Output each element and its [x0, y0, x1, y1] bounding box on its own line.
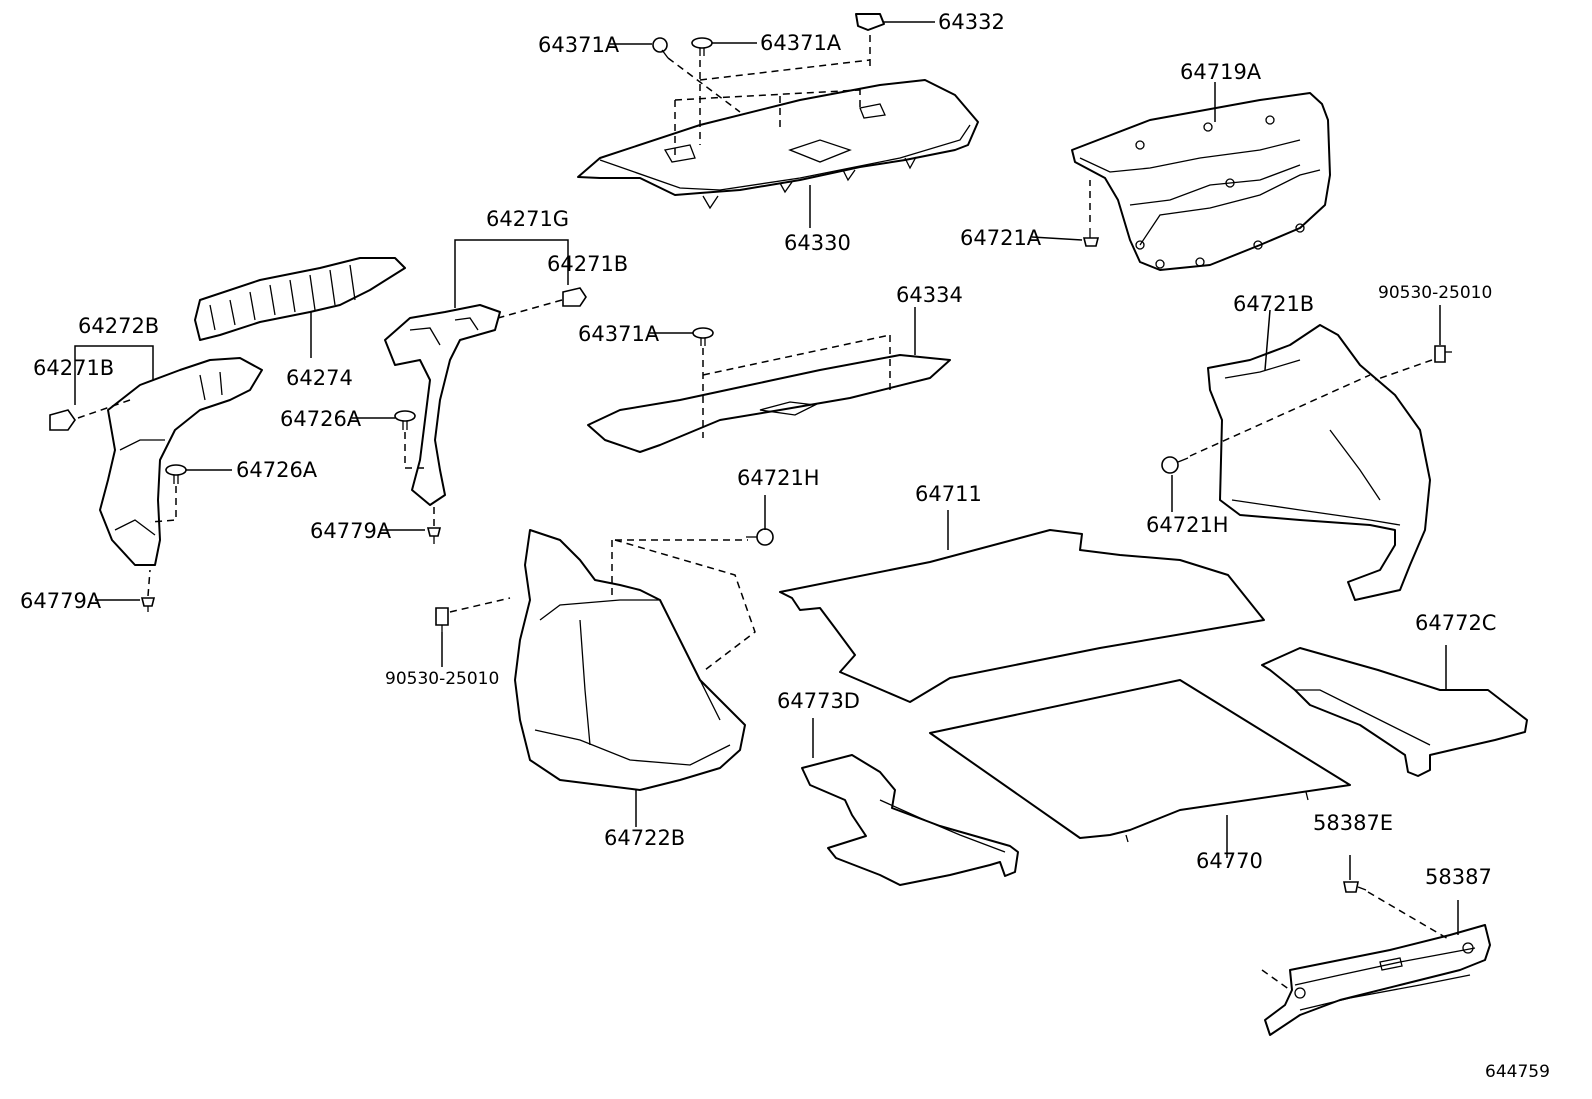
- trim-dashes: [449, 539, 756, 671]
- label-90530-25010-left: 90530-25010: [385, 669, 499, 689]
- label-64334: 64334: [896, 283, 963, 307]
- board-dashes: [702, 334, 891, 438]
- clip-90530-right: [1374, 345, 1452, 381]
- leader-64721A: [1031, 236, 1083, 241]
- label-64772C: 64772C: [1415, 611, 1496, 635]
- tray-dashes: [667, 35, 871, 160]
- label-64371A-3: 64371A: [578, 322, 660, 346]
- label-64272B: 64272B: [78, 314, 159, 338]
- floor-board-64334: [587, 354, 951, 453]
- label-64726A-2: 64726A: [236, 458, 318, 482]
- label-64274: 64274: [286, 366, 353, 390]
- floor-board-64770: [929, 679, 1351, 843]
- side-trim-64271G: [384, 304, 501, 506]
- clip-64271B-right: [497, 287, 587, 319]
- clip-64371A-top-right: [691, 37, 713, 56]
- label-64726A-1: 64726A: [280, 407, 362, 431]
- stopper-64332: [855, 13, 885, 31]
- support-64274: [194, 257, 406, 341]
- clip-64371A-top-left: [652, 37, 669, 59]
- clip-64779A-left: [140, 569, 156, 612]
- label-64721B: 64721B: [1233, 292, 1314, 316]
- trunk-mat-64711: [779, 529, 1265, 703]
- clip-64371A-mid: [692, 327, 714, 346]
- clip-64721H-left: [746, 528, 774, 546]
- clip-64721A: [1082, 180, 1100, 247]
- tray-leaders: [610, 21, 935, 228]
- label-64271G: 64271G: [486, 207, 569, 231]
- label-64779A-2: 64779A: [20, 589, 102, 613]
- side-trim-64722B: [514, 529, 746, 791]
- label-64770: 64770: [1196, 849, 1263, 873]
- side-trim-64272B: [99, 357, 263, 566]
- label-64711: 64711: [915, 482, 982, 506]
- label-64721A: 64721A: [960, 226, 1042, 250]
- diagram-id: 644759: [1485, 1062, 1550, 1082]
- scuff-plate-58387: [1264, 924, 1491, 1036]
- label-58387E: 58387E: [1313, 811, 1393, 835]
- package-tray-64330: [577, 79, 979, 210]
- label-90530-25010-right: 90530-25010: [1378, 283, 1492, 303]
- label-64721H-1: 64721H: [737, 466, 820, 490]
- label-64371A-2: 64371A: [760, 31, 842, 55]
- label-64371A-1: 64371A: [538, 33, 620, 57]
- label-64719A: 64719A: [1180, 60, 1262, 84]
- clip-58387E: [1343, 881, 1451, 941]
- label-64330: 64330: [784, 231, 851, 255]
- clip-64721H-right: [1161, 374, 1371, 474]
- scuff-dash: [1261, 969, 1291, 991]
- label-64271B-2: 64271B: [33, 356, 114, 380]
- trunk-lid-lining-64719A: [1071, 92, 1331, 271]
- label-58387: 58387: [1425, 865, 1492, 889]
- label-64773D: 64773D: [777, 689, 860, 713]
- clip-90530-left: [435, 607, 449, 632]
- bracket-64272B: [74, 345, 154, 405]
- bracket-64271G: [454, 239, 569, 308]
- floor-board-64773D: [801, 754, 1019, 886]
- clip-64779A-mid: [426, 505, 442, 544]
- label-64779A-1: 64779A: [310, 519, 392, 543]
- label-64332: 64332: [938, 10, 1005, 34]
- clip-64271B-left: [49, 399, 131, 431]
- side-trim-64721B: [1207, 324, 1431, 601]
- label-64721H-2: 64721H: [1146, 513, 1229, 537]
- leader-64721B: [1264, 309, 1271, 371]
- label-64271B-1: 64271B: [547, 252, 628, 276]
- label-64722B: 64722B: [604, 826, 685, 850]
- floor-board-64772C: [1261, 647, 1528, 777]
- part-labels: 64371A 64371A 64332 64330 64719A 64721A …: [20, 10, 1550, 1082]
- clip-64726A-mid: [394, 410, 428, 469]
